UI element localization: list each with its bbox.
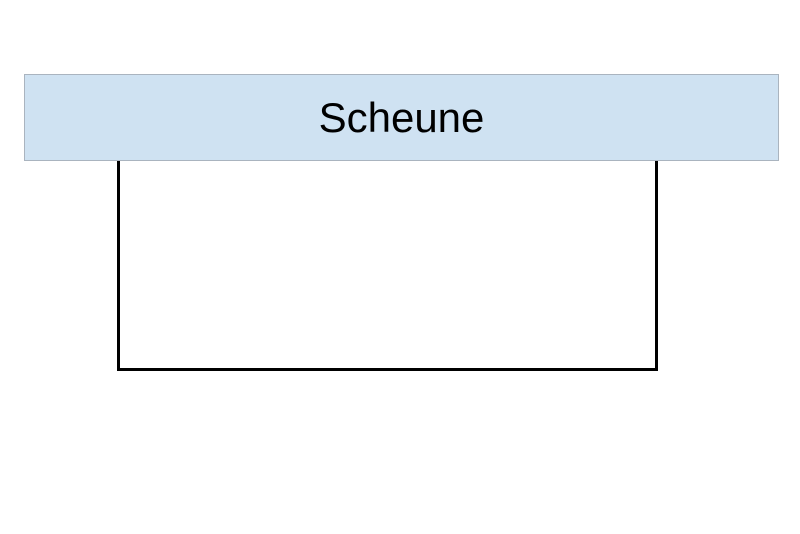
barn-walls <box>117 160 658 371</box>
barn-roof-banner: Scheune <box>24 74 779 161</box>
barn-label: Scheune <box>318 93 485 141</box>
